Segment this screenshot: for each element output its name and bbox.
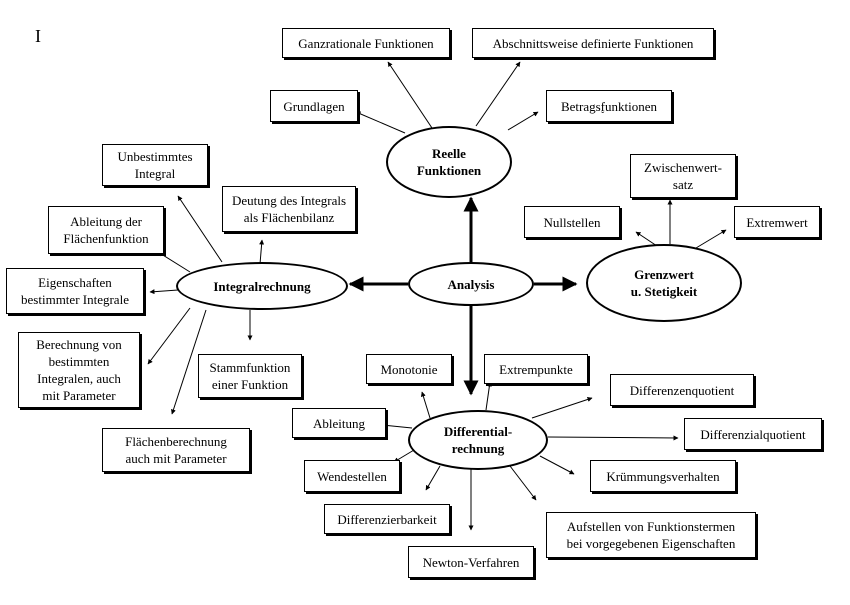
box-zwischenwertsatz[interactable]: Zwischenwert- satz xyxy=(630,154,736,198)
box-kruemmungsverhalten[interactable]: Krümmungsverhalten xyxy=(590,460,736,492)
box-wendestellen[interactable]: Wendestellen xyxy=(304,460,400,492)
box-berechnung-integrale[interactable]: Berechnung von bestimmten Integralen, au… xyxy=(18,332,140,408)
node-grenzwert-stetigkeit[interactable]: Grenzwert u. Stetigkeit xyxy=(586,244,742,322)
arrow-integral-eigenschaften xyxy=(149,289,179,295)
node-reelle-funktionen[interactable]: Reelle Funktionen xyxy=(386,126,512,198)
arrow-diff-kruemmung xyxy=(539,455,575,475)
box-differenzialquotient[interactable]: Differenzialquotient xyxy=(684,418,822,450)
node-differentialrechnung[interactable]: Differential- rechnung xyxy=(408,410,548,470)
box-stammfunktion[interactable]: Stammfunktion einer Funktion xyxy=(198,354,302,398)
box-ableitung[interactable]: Ableitung xyxy=(292,408,386,438)
arrow-reelle-betrags xyxy=(507,111,539,131)
arrow-diff-monotonie xyxy=(420,391,431,419)
box-aufstellen-funktionsterme[interactable]: Aufstellen von Funktionstermen bei vorge… xyxy=(546,512,756,558)
arrow-reelle-ganzrationale xyxy=(387,61,433,129)
arrow-diff-differenzialquotient xyxy=(547,435,679,441)
box-extrempunkte[interactable]: Extrempunkte xyxy=(484,354,588,384)
arrow-diff-aufstellen xyxy=(509,465,537,501)
box-unbestimmtes-integral[interactable]: Unbestimmtes Integral xyxy=(102,144,208,186)
arrow-integral-berechnung xyxy=(147,307,191,365)
arrow-diff-differenzierbarkeit xyxy=(425,465,441,491)
box-monotonie[interactable]: Monotonie xyxy=(366,354,452,384)
arrow-diff-differenzenquotient xyxy=(531,397,593,419)
box-ganzrationale-funktionen[interactable]: Ganzrationale Funktionen xyxy=(282,28,450,58)
arrow-reelle-abschnittsweise xyxy=(475,61,521,127)
arrow-grenzwert-extremwert xyxy=(695,229,727,249)
betrags-mark: ˇ xyxy=(601,111,605,122)
node-analysis[interactable]: Analysis xyxy=(408,262,534,306)
box-differenzenquotient[interactable]: Differenzenquotient xyxy=(610,374,754,406)
arrow-reelle-grundlagen xyxy=(355,111,406,134)
box-differenzierbarkeit[interactable]: Differenzierbarkeit xyxy=(324,504,450,534)
box-newton-verfahren[interactable]: Newton-Verfahren xyxy=(408,546,534,578)
arrow-diff-extrempunkte xyxy=(485,381,492,411)
box-eigenschaften-integrale[interactable]: Eigenschaften bestimmter Integrale xyxy=(6,268,144,314)
box-nullstellen[interactable]: Nullstellen xyxy=(524,206,620,238)
corner-mark: I xyxy=(35,26,41,46)
box-deutung-integral[interactable]: Deutung des Integrals als Flächenbilanz xyxy=(222,186,356,232)
box-extremwert[interactable]: Extremwert xyxy=(734,206,820,238)
box-ableitung-flaechenfunktion[interactable]: Ableitung der Flächenfunktion xyxy=(48,206,164,254)
arrow-integral-deutung xyxy=(259,239,265,265)
box-betragsfunktionen[interactable]: Betragsfunktionen xyxy=(546,90,672,122)
box-grundlagen[interactable]: Grundlagen xyxy=(270,90,358,122)
arrow-integral-flaechenberechnung xyxy=(171,309,207,415)
arrow-integral-unbestimmtes xyxy=(177,195,223,263)
box-flaechenberechnung[interactable]: Flächenberechnung auch mit Parameter xyxy=(102,428,250,472)
arrow-integral-ableitung-flaechen xyxy=(157,251,191,273)
node-integralrechnung[interactable]: Integralrechnung xyxy=(176,262,348,310)
box-abschnittsweise-funktionen[interactable]: Abschnittsweise definierte Funktionen xyxy=(472,28,714,58)
